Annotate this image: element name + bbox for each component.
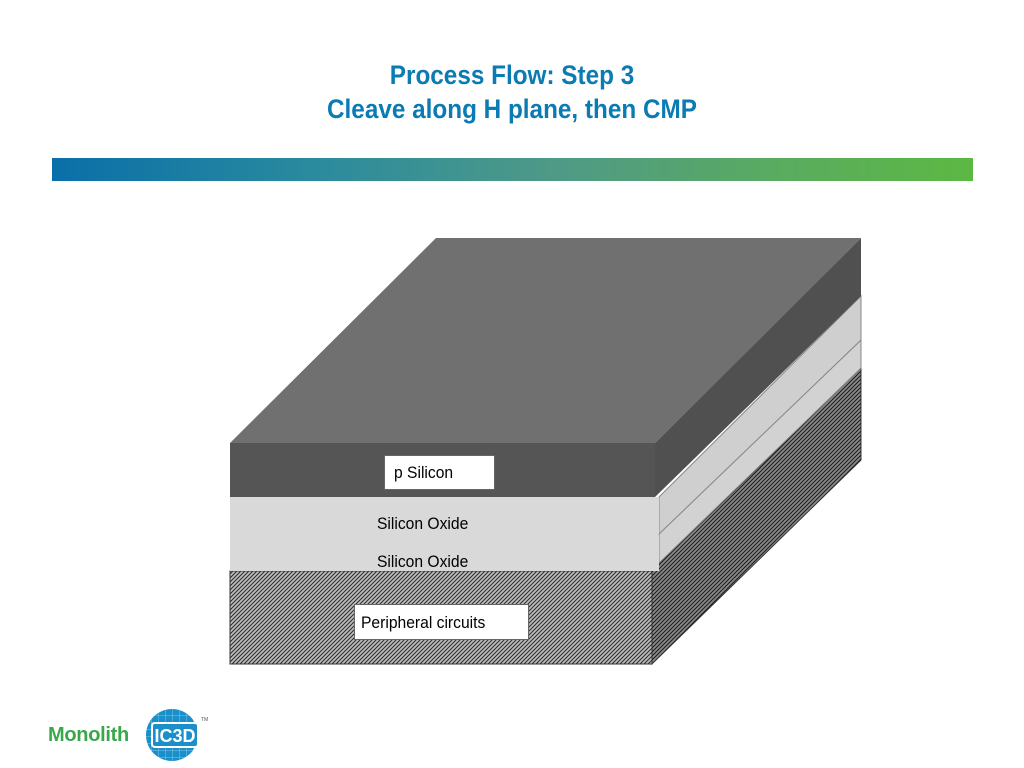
header-gradient-band [52, 158, 973, 181]
slide-title-line2: Cleave along H plane, then CMP [327, 94, 697, 124]
slide-title-line1: Process Flow: Step 3 [389, 60, 635, 90]
silicon-oxide-upper-front [230, 497, 659, 534]
silicon-oxide-lower-label: Silicon Oxide [377, 552, 469, 571]
p-silicon-label: p Silicon [384, 455, 495, 490]
logo-mark-text: IC3D [154, 726, 195, 746]
silicon-oxide-upper-label: Silicon Oxide [377, 514, 469, 533]
silicon-oxide-lower-front [230, 534, 659, 571]
logo-wordmark: Monolith [48, 724, 129, 746]
p-silicon-top-face [230, 238, 861, 443]
logo-trademark: TM [201, 717, 208, 723]
slide-title: Process Flow: Step 3 Cleave along H plan… [51, 58, 973, 126]
p-silicon-side [655, 238, 861, 497]
peripheral-circuits-label: Peripheral circuits [354, 604, 529, 640]
ic3d-chip-icon: IC3D TM [146, 709, 208, 761]
